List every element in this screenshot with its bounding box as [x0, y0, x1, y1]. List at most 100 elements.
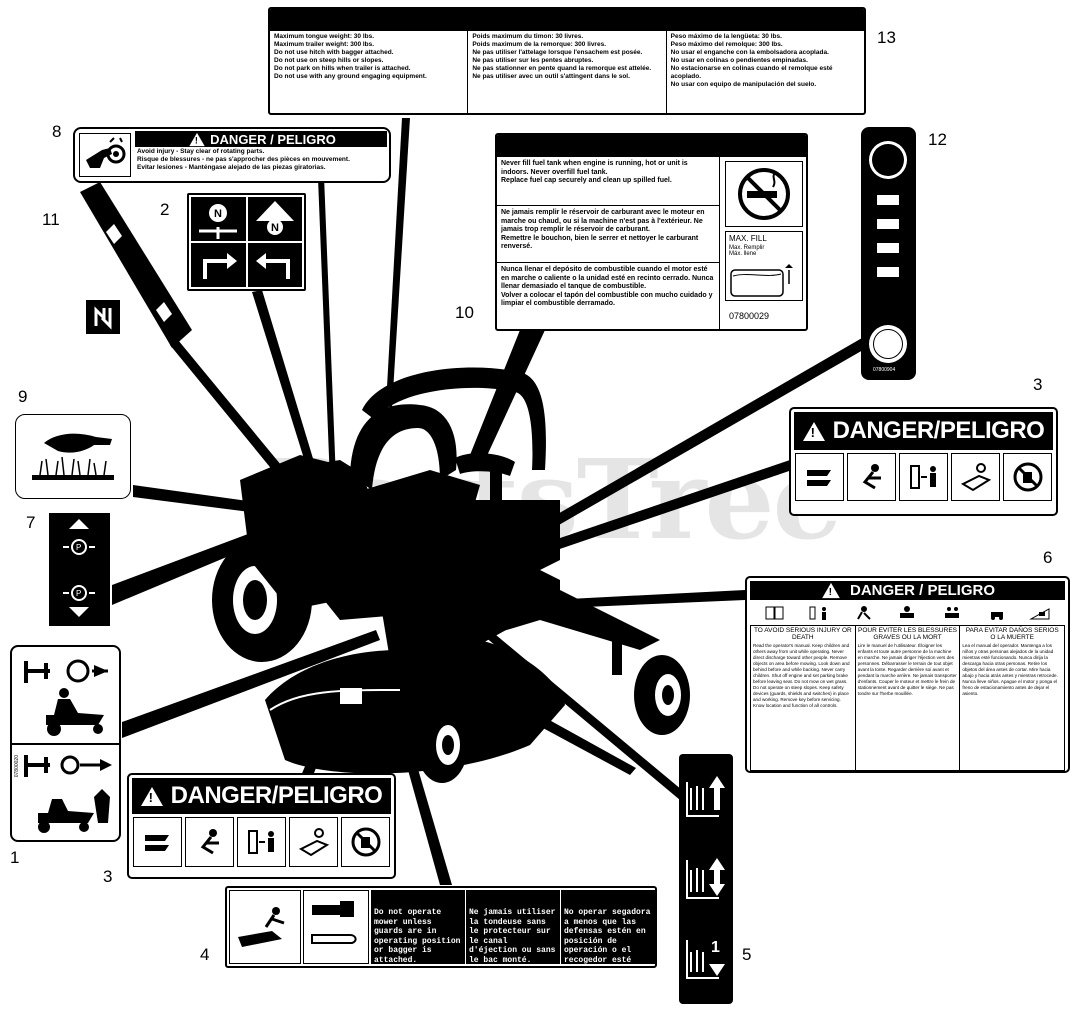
decal-12-part-number: 07800904 [873, 367, 896, 373]
decal-4-text-area: Do not operate mower unless guards are i… [371, 890, 655, 966]
decal-3-left-danger: DANGER/PELIGRO [127, 773, 396, 879]
svg-text:1: 1 [711, 939, 720, 956]
decal-1-part-code: 07800020 [14, 755, 20, 778]
decal-13-line: No estacionarse en colinas cuando el rem… [670, 65, 833, 80]
decal-3-left-header-text: DANGER/PELIGRO [170, 782, 383, 809]
decal-11-diagonal-strip [80, 182, 192, 348]
thrown-debris-icon [857, 606, 872, 620]
decal-1-divider [12, 743, 119, 745]
deck-mid-icon [686, 858, 725, 899]
decal-4-guard-warning: Do not operate mower unless guards are i… [225, 886, 657, 968]
decal-10-part-number: 07800029 [729, 311, 770, 321]
neutral-forward-icon: N [191, 197, 246, 241]
slip-fall-icon [185, 817, 234, 867]
callout-9: 9 [18, 387, 28, 406]
decal-6-col-en: TO AVOID SERIOUS INJURY OR DEATH Read th… [750, 625, 856, 771]
decal-6-icon-row [747, 603, 1068, 625]
decal-13-line: Do not use with any ground engaging equi… [274, 73, 427, 80]
decal-8-header-text: DANGER / PELIGRO [210, 131, 336, 147]
deck-lift-down-icon [18, 747, 115, 837]
throttle-mark-3 [877, 243, 899, 253]
leader-line-13 [386, 118, 410, 408]
decal-10-line: Replace fuel cap securely and clean up s… [501, 177, 672, 184]
decal-6-columns: TO AVOID SERIOUS INJURY OR DEATH Read th… [747, 625, 1068, 771]
leader-line-12 [492, 338, 870, 560]
decal-6-col-body: Read the operator's manual. Keep childre… [753, 643, 850, 708]
no-hand-icon [341, 817, 390, 867]
callout-12: 12 [928, 130, 947, 149]
decal-13-line: Ne pas utiliser sur les pentes abruptes. [472, 57, 594, 64]
deck-lift-up-icon [18, 653, 115, 739]
decal-10-line: Ne jamais remplir le réservoir de carbur… [501, 209, 705, 233]
turn-left-icon [191, 243, 246, 287]
svg-text:N: N [214, 208, 222, 220]
decal-13-line: No usar en colinas o pendientes empinada… [670, 57, 808, 64]
callout-11: 11 [42, 210, 60, 229]
decal-8-line: Avoid injury - Stay clear of rotating pa… [137, 148, 265, 155]
decal-8-text: Avoid injury - Stay clear of rotating pa… [137, 148, 385, 172]
max-fill-diagram: MAX. FILL Max. Remplir Máx. llene [725, 231, 803, 301]
callout-7: 7 [26, 513, 36, 532]
decal-3-right-danger: DANGER/PELIGRO [789, 407, 1058, 516]
decal-13-line: Do not use on steep hills or slopes. [274, 57, 384, 64]
decal-3-left-icons [129, 817, 394, 867]
callout-10: 10 [455, 303, 474, 322]
decal-13-line: Do not park on hills when trailer is att… [274, 65, 411, 72]
hand-gear-icon [79, 133, 131, 177]
callout-13: 13 [877, 28, 896, 47]
leader-line-2 [252, 290, 318, 478]
callout-8: 8 [52, 122, 62, 141]
decal-10-line: Never fill fuel tank when engine is runn… [501, 160, 688, 176]
decal-13-line: Ne pas utiliser l'attelage lorsque l'ens… [472, 49, 643, 56]
leader-line-11 [170, 340, 300, 494]
thrown-objects-icon [133, 817, 182, 867]
no-hand-icon [1003, 453, 1052, 501]
decal-6-header-text: DANGER / PELIGRO [849, 582, 995, 599]
decal-13-col-fr: Poids maximum du timon: 30 livres. Poids… [468, 31, 667, 113]
svg-text:P: P [76, 543, 81, 552]
throttle-mark-1 [877, 195, 899, 205]
callout-2: 2 [160, 200, 170, 219]
reverse-icon [990, 612, 1003, 620]
decal-6-col-title: PARA EVITAR DAÑOS SERIOS O LA MUERTE [965, 627, 1059, 641]
svg-text:P: P [76, 589, 81, 598]
svg-text:N: N [271, 222, 279, 234]
no-smoking-icon [725, 161, 803, 227]
decal-10-fr: Ne jamais remplir le réservoir de carbur… [497, 206, 719, 263]
decal-13-line: Peso máximo de la lengüeta: 30 lbs. [670, 33, 782, 40]
decal-8-rotating-parts: DANGER / PELIGRO Avoid injury - Stay cle… [73, 127, 391, 183]
decal-10-en: Never fill fuel tank when engine is runn… [497, 157, 719, 206]
deck-high-icon [686, 776, 725, 817]
max-fill-label-es: Máx. llene [729, 251, 757, 257]
turn-right-icon [247, 243, 302, 287]
decal-13-line: Poids maximum de la remorque: 300 livres… [472, 41, 606, 48]
decal-13-line: Maximum tongue weight: 30 lbs. [274, 33, 375, 40]
decal-5-height-strip: 1 [679, 754, 733, 1004]
decal-13-line: No usar el enganche con la embolsadora a… [670, 49, 829, 56]
decal-10-fuel-warning: Never fill fuel tank when engine is runn… [495, 133, 808, 331]
decal-13-line: Ne pas stationner en pente quand la remo… [472, 65, 652, 72]
decal-6-safety-instructions: DANGER / PELIGRO TO AVOID SERIOUS INJURY… [745, 576, 1070, 773]
leader-line-1 [122, 630, 380, 738]
decal-6-col-title: TO AVOID SERIOUS INJURY OR DEATH [753, 627, 852, 641]
thrown-objects-icon [795, 453, 844, 501]
neutral-up-icon: N [247, 197, 302, 241]
no-passenger-icon [944, 607, 959, 618]
rider-icon [900, 606, 915, 618]
leader-line-3r [495, 460, 792, 570]
keep-away-icon [809, 606, 827, 620]
decal-3-right-icons [791, 453, 1056, 501]
callout-3-left: 3 [103, 867, 113, 886]
decal-8-line: Risque de blessures - ne pas s'approcher… [137, 156, 350, 163]
decal-10-text-area: Never fill fuel tank when engine is runn… [497, 157, 720, 329]
callout-4: 4 [200, 945, 210, 964]
leader-line-10 [470, 330, 545, 460]
leader-line-8 [318, 176, 336, 482]
decal-6-col-title: POUR EVITER LES BLESSURES GRAVES OU LA M… [858, 627, 957, 641]
discharge-guard-icon [303, 890, 369, 964]
deck-low-icon: 1 [686, 939, 725, 979]
decal-13-col-es: Peso máximo de la lengüeta: 30 lbs. Peso… [667, 31, 864, 113]
throttle-mark-4 [877, 267, 899, 277]
turtle-speed-icon [869, 141, 907, 179]
